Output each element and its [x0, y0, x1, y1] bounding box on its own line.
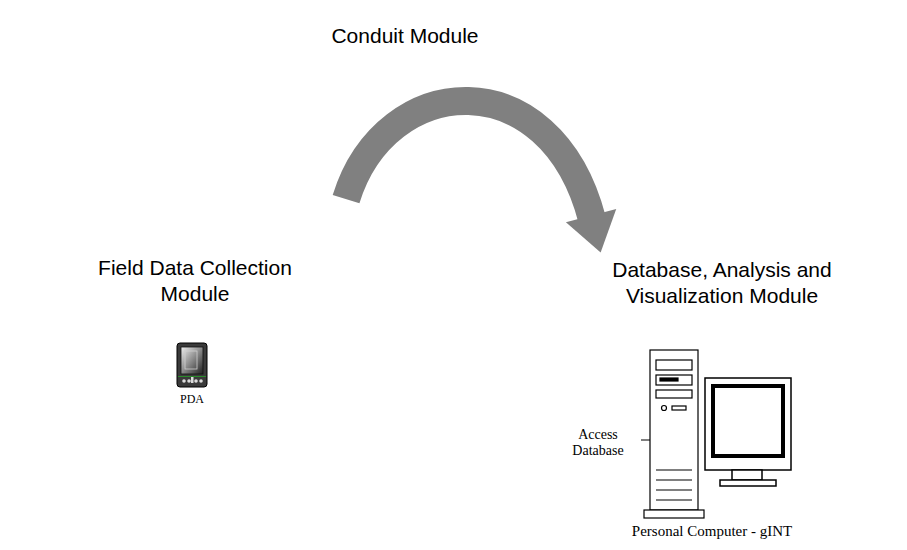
text-holder: Field Data Collection Module	[0, 255, 405, 307]
circle-outline	[255, 3, 555, 303]
text-holder: Access Database	[555, 427, 641, 459]
computer-label: Personal Computer - gINT	[632, 523, 792, 540]
arrow-head	[566, 209, 616, 252]
text-holder: Conduit Module	[255, 23, 555, 49]
database-cylinder: Access Database	[555, 394, 641, 484]
pda-icon	[177, 343, 207, 387]
module-circle: Field Data Collection Module	[0, 135, 405, 550]
computer-tower	[644, 350, 704, 518]
circle-outline	[0, 135, 405, 550]
module-title: Conduit Module	[285, 23, 525, 49]
circle-outline	[538, 208, 906, 550]
module-title: Field Data Collection Module	[95, 255, 295, 307]
module-title: Database, Analysis and Visualization Mod…	[586, 257, 858, 309]
arrow-shaft	[346, 101, 592, 219]
computer-monitor	[705, 378, 791, 486]
flow-arrow	[346, 101, 616, 252]
text-holder: Database, Analysis and Visualization Mod…	[537, 257, 907, 309]
database-name: Access Database	[555, 427, 641, 459]
cylinder-top	[556, 395, 640, 417]
cylinder-body	[556, 394, 640, 483]
module-circle: Conduit Module	[255, 3, 555, 303]
circle-outline	[0, 136, 404, 550]
module-circle: Database, Analysis and Visualization Mod…	[537, 207, 907, 550]
device-label: PDA	[180, 392, 204, 407]
circle-outline	[256, 4, 554, 302]
